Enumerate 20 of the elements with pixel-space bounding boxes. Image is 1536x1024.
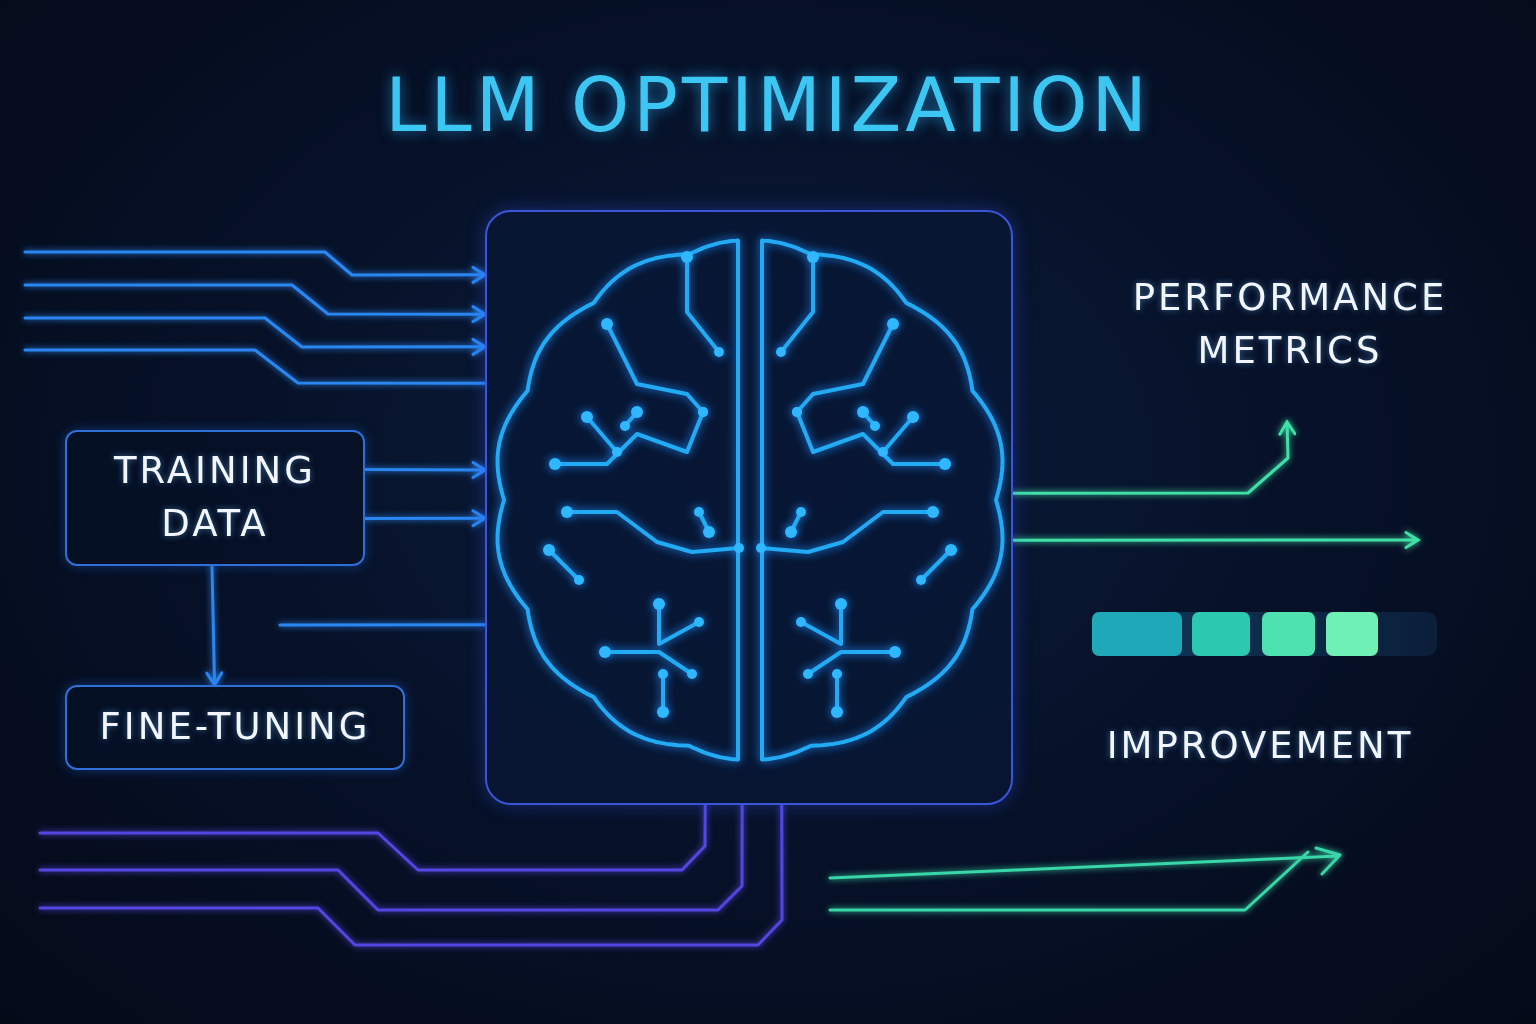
connector-line bbox=[38, 803, 707, 872]
box-label: TRAINING DATA bbox=[113, 448, 317, 547]
connector-line bbox=[23, 348, 487, 385]
arrow bbox=[23, 250, 487, 284]
connector-line bbox=[38, 803, 744, 912]
metric-label: PERFORMANCE METRICS bbox=[1131, 275, 1449, 374]
arrow bbox=[1011, 531, 1420, 549]
box-label: FINE-TUNING bbox=[99, 704, 371, 751]
arrow bbox=[363, 460, 487, 479]
arrow bbox=[23, 283, 487, 324]
metric-label: IMPROVEMENT bbox=[1106, 723, 1414, 769]
process-box bbox=[65, 430, 365, 566]
title: LLM OPTIMIZATION bbox=[385, 62, 1151, 148]
connector-line bbox=[38, 803, 784, 947]
connector-line bbox=[278, 623, 487, 627]
arrow bbox=[363, 509, 487, 528]
process-box bbox=[65, 685, 405, 770]
arrow bbox=[205, 564, 224, 687]
arrow bbox=[23, 316, 487, 356]
arrow bbox=[1011, 420, 1297, 495]
